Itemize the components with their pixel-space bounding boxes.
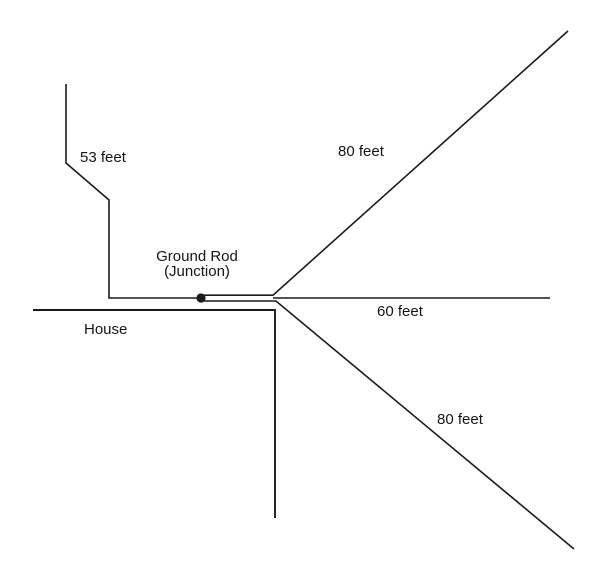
wire-80-feet-lower-label: 80 feet (437, 411, 483, 428)
house-label: House (84, 321, 128, 338)
ground-rod-junction-label: Ground Rod (Junction) (137, 248, 257, 280)
wire-53-feet-label: 53 feet (80, 149, 126, 166)
ground-rod-junction-label-line2: (Junction) (164, 262, 230, 280)
house-outline (33, 309, 276, 518)
wire-53-feet-line (65, 84, 201, 299)
ground-rod-junction-dot (196, 293, 206, 303)
wire-80-feet-upper-line (203, 30, 569, 297)
wire-80-feet-upper-label: 80 feet (338, 143, 384, 160)
wire-60-feet-label: 60 feet (377, 303, 423, 320)
wire-80-feet-lower-line (203, 300, 575, 550)
ground-rod-junction-label-line1: Ground Rod (156, 248, 238, 265)
